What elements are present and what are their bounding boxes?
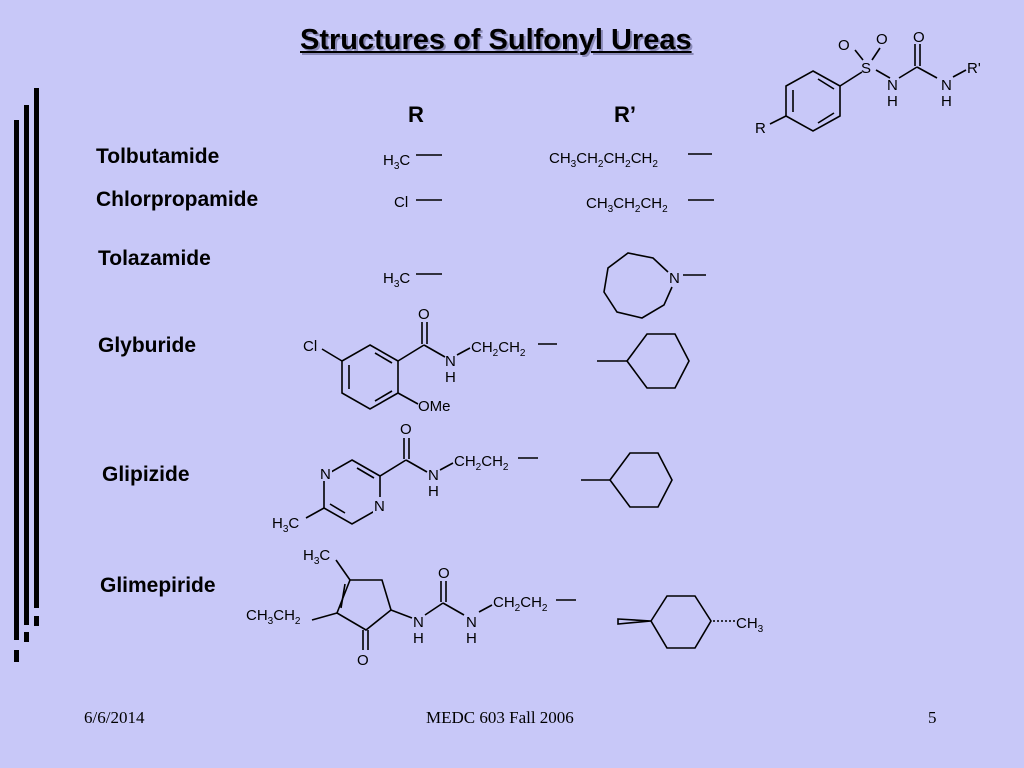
svg-text:N: N — [887, 77, 898, 94]
svg-text:CH2CH2: CH2CH2 — [454, 453, 509, 473]
decorative-side-bars — [14, 88, 39, 662]
svg-text:O: O — [418, 306, 430, 323]
svg-text:CH2CH2: CH2CH2 — [493, 594, 548, 614]
svg-text:OMe: OMe — [418, 398, 451, 415]
glyburide-cyclohexyl-ring — [597, 333, 690, 389]
svg-text:CH3CH2: CH3CH2 — [246, 607, 301, 627]
chemical-structures: R S O O N H O N H R' H3C CH3CH2CH2CH2 Cl… — [246, 29, 981, 669]
svg-text:O: O — [357, 652, 369, 669]
svg-text:N: N — [941, 77, 952, 94]
svg-text:O: O — [913, 29, 925, 46]
svg-text:CH3: CH3 — [736, 615, 764, 635]
drug-name-glipizide: Glipizide — [102, 463, 190, 486]
svg-text:O: O — [838, 37, 850, 54]
svg-text:H3C: H3C — [303, 547, 330, 567]
svg-text:H: H — [428, 483, 439, 500]
drug-name-glimepiride: Glimepiride — [100, 574, 216, 597]
chlorpropamide-r-group: Cl — [394, 194, 442, 211]
svg-text:H3C: H3C — [383, 270, 410, 290]
core-scaffold-structure: R S O O N H O N H R' — [755, 29, 981, 137]
glipizide-r-group: N N O N H CH2CH2 H3C — [272, 421, 538, 535]
drug-name-tolazamide: Tolazamide — [98, 247, 211, 270]
svg-text:H: H — [466, 630, 477, 647]
drug-name-chlorpropamide: Chlorpropamide — [96, 188, 259, 211]
tolbutamide-r-group: H3C — [383, 152, 442, 172]
column-header-r-prime: R’ — [614, 102, 636, 127]
svg-text:CH2CH2: CH2CH2 — [471, 339, 526, 359]
column-header-r: R — [408, 102, 424, 127]
svg-text:H3C: H3C — [383, 152, 410, 172]
svg-text:Cl: Cl — [394, 194, 408, 211]
svg-text:N: N — [428, 467, 439, 484]
svg-text:S: S — [861, 60, 871, 77]
tolazamide-r-group: H3C — [383, 270, 442, 290]
chlorpropamide-r-prime-group: CH3CH2CH2 — [586, 195, 714, 215]
glimepiride-methylcyclohexyl-ring: CH3 — [617, 595, 764, 649]
footer-page-number: 5 — [928, 708, 937, 727]
footer-course: MEDC 603 Fall 2006 — [426, 708, 574, 727]
svg-text:H: H — [445, 369, 456, 386]
svg-text:R': R' — [967, 60, 981, 77]
tolbutamide-r-prime-group: CH3CH2CH2CH2 — [549, 150, 712, 170]
svg-text:N: N — [374, 498, 385, 515]
svg-text:N: N — [320, 466, 331, 483]
svg-text:H: H — [413, 630, 424, 647]
svg-text:N: N — [413, 614, 424, 631]
svg-text:Cl: Cl — [303, 338, 317, 355]
svg-text:N: N — [466, 614, 477, 631]
svg-text:CH3CH2CH2CH2: CH3CH2CH2CH2 — [549, 150, 658, 170]
svg-text:H: H — [887, 93, 898, 110]
tolazamide-azepane-ring: N — [603, 252, 706, 319]
svg-text:H3C: H3C — [272, 515, 299, 535]
glimepiride-r-group: H3C CH3CH2 O N H O N H CH2CH2 — [246, 547, 576, 669]
svg-text:O: O — [876, 31, 888, 48]
glyburide-r-group: Cl O N H CH2CH2 OMe — [303, 306, 557, 415]
svg-text:R: R — [755, 120, 766, 137]
glipizide-cyclohexyl-ring — [581, 452, 673, 508]
drug-name-tolbutamide: Tolbutamide — [96, 145, 220, 168]
svg-text:N: N — [669, 270, 680, 287]
svg-text:O: O — [400, 421, 412, 438]
slide-title: Structures of Sulfonyl Ureas — [300, 24, 692, 56]
svg-text:CH3CH2CH2: CH3CH2CH2 — [586, 195, 668, 215]
drug-name-glyburide: Glyburide — [98, 334, 197, 357]
svg-text:H: H — [941, 93, 952, 110]
svg-text:O: O — [438, 565, 450, 582]
footer-date: 6/6/2014 — [84, 708, 145, 727]
svg-text:N: N — [445, 353, 456, 370]
